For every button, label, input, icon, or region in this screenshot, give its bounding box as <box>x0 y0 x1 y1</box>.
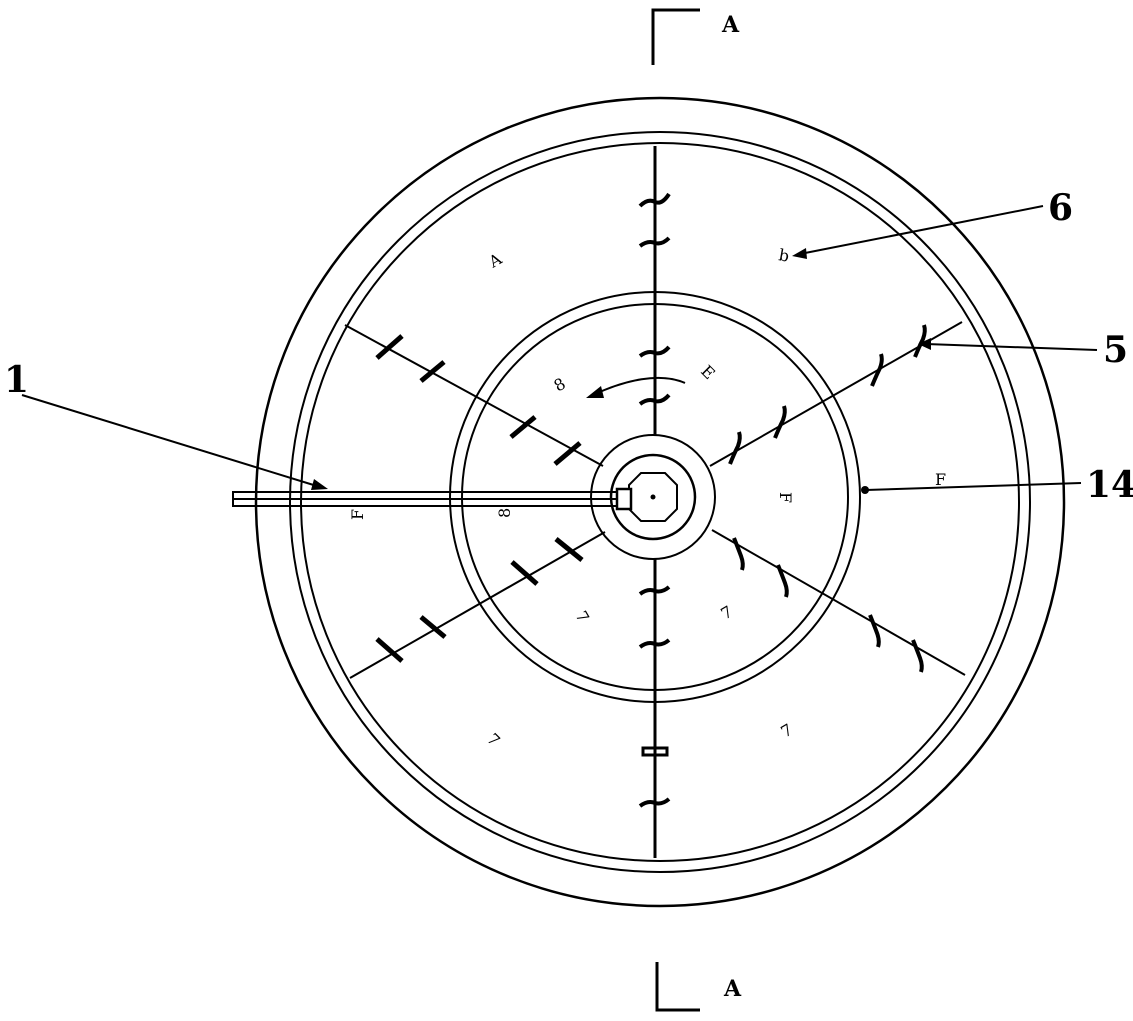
zone-mark: 7 <box>718 602 736 624</box>
zone-mark: 7 <box>778 720 796 742</box>
callout-label-5: 5 <box>1103 329 1128 371</box>
feed-pipe <box>232 487 633 511</box>
flow-arrow <box>586 376 686 398</box>
zone-mark: E <box>697 361 719 383</box>
zone-mark: A <box>485 249 506 272</box>
zone-mark: 8 <box>495 508 514 518</box>
zone-marks: A 8 E 7 8 7 7 7 F F F b <box>348 245 946 750</box>
zone-mark: F <box>935 470 946 489</box>
hub-outer-circle <box>590 434 716 560</box>
callout-feed-pipe: 1 <box>4 359 328 490</box>
partition-ticks <box>638 192 671 808</box>
spoke-lower-right <box>711 529 966 676</box>
zone-mark: 7 <box>483 729 504 750</box>
outer-channel-circle-2 <box>300 142 1020 862</box>
callout-label-6: 6 <box>1048 187 1073 229</box>
zone-mark: b <box>777 245 790 265</box>
section-marker-bottom: A <box>655 962 742 1012</box>
zone-mark: F <box>776 492 795 503</box>
spoke-upper-right <box>709 321 963 467</box>
outer-wall-circle <box>254 96 1066 908</box>
spoke-lower-left <box>349 531 606 679</box>
hub-octagon <box>628 472 678 522</box>
zone-mark: F <box>348 509 367 520</box>
callout-inner-ring: 14 <box>861 464 1133 506</box>
callout-outer-zone: 6 <box>792 187 1073 259</box>
section-marker-top: A <box>651 8 740 65</box>
spoke-upper-left <box>344 324 604 467</box>
callout-label-14: 14 <box>1086 464 1133 506</box>
section-label-top: A <box>721 12 740 38</box>
hub-center-point <box>650 494 656 500</box>
zone-mark: 8 <box>551 374 569 396</box>
outer-channel-circle-1 <box>289 131 1031 873</box>
callout-label-1: 1 <box>4 359 29 401</box>
section-label-bottom: A <box>723 976 742 1002</box>
callout-spoke: 5 <box>918 329 1128 371</box>
hub-inner-circle <box>609 453 697 541</box>
zone-mark: 7 <box>572 608 594 626</box>
